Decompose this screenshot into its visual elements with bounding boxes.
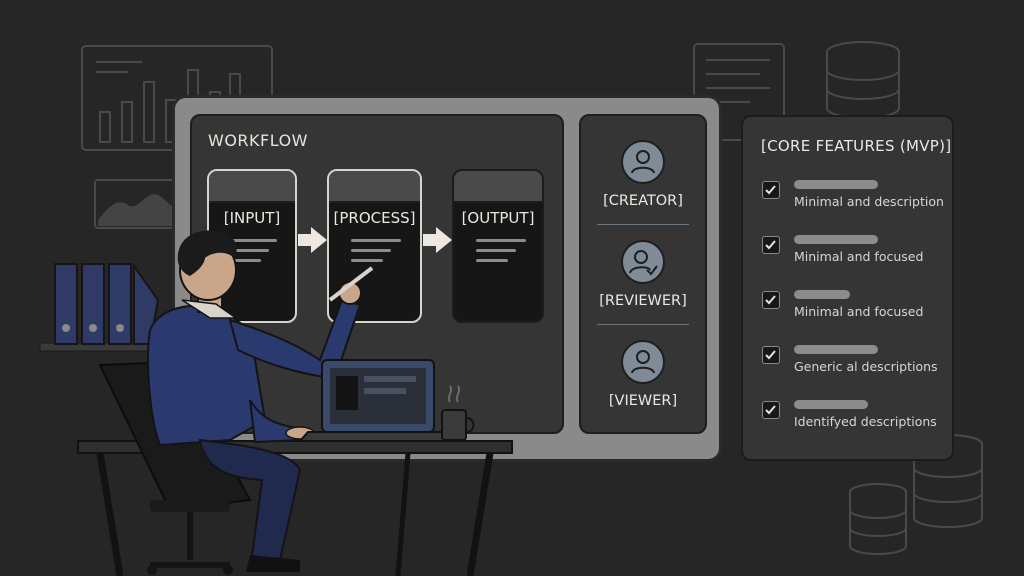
bg-document: [693, 43, 785, 141]
step-line: [231, 239, 277, 242]
feature-bar: [794, 180, 878, 189]
feature-checkbox[interactable]: [762, 236, 780, 254]
workflow-step-output[interactable]: [OUTPUT]: [452, 169, 544, 323]
feature-bar: [794, 400, 868, 409]
step-label: [OUTPUT]: [461, 209, 535, 227]
step-line: [351, 239, 401, 242]
arrow-right-icon: [436, 227, 452, 253]
check-icon: [765, 350, 776, 360]
user-icon: [631, 150, 655, 174]
step-label: [PROCESS]: [333, 209, 416, 227]
feature-checkbox[interactable]: [762, 181, 780, 199]
check-icon: [765, 240, 776, 250]
step-header: [454, 171, 542, 203]
creator-avatar[interactable]: [621, 140, 665, 184]
check-icon: [765, 295, 776, 305]
arrow-right-icon: [311, 227, 327, 253]
feature-bar: [794, 235, 878, 244]
step-line: [476, 259, 508, 262]
feature-text: Identifyed descriptions: [794, 414, 937, 429]
feature-text: Minimal and focused: [794, 249, 924, 264]
step-line: [351, 249, 391, 252]
bg-database-top: [826, 41, 900, 119]
workflow-step-process[interactable]: [PROCESS]: [327, 169, 422, 323]
divider: [597, 324, 689, 325]
role-label-viewer: [VIEWER]: [608, 393, 678, 409]
features-title: [CORE FEATURES (MVP)]: [761, 137, 952, 155]
step-label: [INPUT]: [223, 209, 281, 227]
feature-text: Minimal and description: [794, 194, 944, 209]
feature-checkbox[interactable]: [762, 291, 780, 309]
step-line: [231, 249, 269, 252]
workflow-step-input[interactable]: [INPUT]: [207, 169, 297, 323]
feature-bar: [794, 345, 878, 354]
step-line: [476, 239, 526, 242]
workflow-title: WORKFLOW: [208, 131, 308, 150]
feature-checkbox[interactable]: [762, 401, 780, 419]
bg-area-chart: [94, 179, 176, 229]
step-line: [476, 249, 516, 252]
feature-bar: [794, 290, 850, 299]
step-header: [329, 171, 420, 203]
feature-text: Minimal and focused: [794, 304, 924, 319]
arrow-stem: [423, 234, 437, 246]
check-icon: [765, 185, 776, 195]
feature-text: Generic al descriptions: [794, 359, 938, 374]
step-line: [231, 259, 261, 262]
binder-shelf: [39, 262, 181, 352]
check-icon: [765, 405, 776, 415]
step-line: [351, 259, 383, 262]
role-label-reviewer: [REVIEWER]: [599, 293, 687, 309]
viewer-avatar[interactable]: [621, 340, 665, 384]
arrow-stem: [298, 234, 312, 246]
role-label-creator: [CREATOR]: [603, 193, 683, 209]
step-header: [209, 171, 295, 203]
bg-database-bottom-left: [849, 483, 907, 555]
user-icon: [631, 350, 655, 374]
bg-database-bottom-right: [913, 434, 983, 528]
divider: [597, 224, 689, 225]
user-check-icon: [629, 250, 658, 276]
feature-checkbox[interactable]: [762, 346, 780, 364]
reviewer-avatar[interactable]: [621, 240, 665, 284]
